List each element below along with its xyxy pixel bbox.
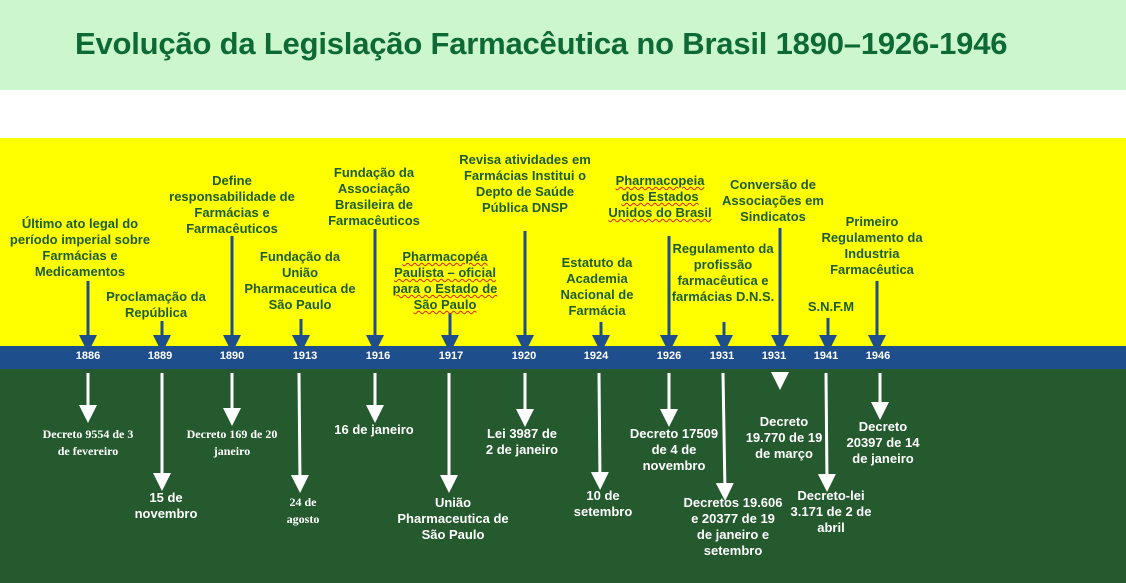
year-1941: 1941 — [813, 350, 839, 362]
year-1920: 1920 — [511, 350, 537, 362]
event-1931a: Regulamento da profissão farmacêutica e … — [671, 241, 775, 304]
event-1924: Estatuto da Academia Nacional de Farmáci… — [560, 255, 634, 318]
event-1889: Proclamação da República — [106, 289, 206, 320]
date-1941: Decreto-lei 3.171 de 2 de abril — [790, 488, 872, 535]
event-1941: S.N.F.M — [807, 299, 855, 314]
event-1890: Define responsabilidade de Farmácias e F… — [169, 173, 295, 236]
year-1889: 1889 — [147, 350, 173, 362]
up-arrows — [79, 228, 886, 353]
date-1916: 16 de janeiro — [334, 422, 414, 437]
title-banner: Evolução da Legislação Farmacêutica no B… — [0, 0, 1126, 90]
year-1924: 1924 — [583, 350, 609, 362]
event-1931b: Conversão de Associações em Sindicatos — [722, 177, 824, 224]
page-title: Evolução da Legislação Farmacêutica no B… — [75, 26, 1008, 61]
year-1913: 1913 — [292, 350, 318, 362]
year-1886: 1886 — [75, 350, 101, 362]
year-1917: 1917 — [438, 350, 464, 362]
arrow-down-1924 — [590, 372, 609, 490]
year-1946: 1946 — [865, 350, 891, 362]
date-1886: Decreto 9554 de 3 de fevereiro — [42, 427, 134, 458]
event-1886: Último ato legal do período imperial sob… — [9, 216, 151, 279]
year-1926: 1926 — [656, 350, 682, 362]
events-band — [0, 138, 1126, 346]
event-1913: Fundação da União Pharmaceutica de São P… — [244, 249, 356, 312]
year-1890: 1890 — [219, 350, 245, 362]
arrow-down-1931a — [715, 372, 734, 501]
date-1920: Lei 3987 de 2 de janeiro — [485, 426, 559, 457]
arrow-down-1941 — [817, 372, 836, 492]
event-1917: Pharmacopéa Paulista – oficial para o Es… — [392, 249, 498, 312]
date-1931b: Decreto 19.770 de 19 de março — [745, 414, 823, 461]
date-1926: Decreto 17509 de 4 de novembro — [629, 426, 719, 473]
year-1916: 1916 — [365, 350, 391, 362]
year-1931a: 1931 — [709, 350, 735, 362]
date-1931a: Decretos 19.606 e 20377 de 19 de janeiro… — [683, 495, 783, 558]
timeline-axis — [0, 346, 1126, 369]
event-1926: Pharmacopeia dos Estados Unidos do Brasi… — [608, 173, 712, 220]
date-1924: 10 de setembro — [573, 488, 633, 519]
event-1920: Revisa atividades em Farmácias Institui … — [459, 152, 591, 215]
year-1931b: 1931 — [761, 350, 787, 362]
date-1917: União Pharmaceutica de São Paulo — [397, 495, 509, 542]
event-1946: Primeiro Regulamento da Industria Farmac… — [821, 214, 923, 277]
date-1946: Decreto 20397 de 14 de janeiro — [846, 419, 920, 466]
dates-band — [0, 369, 1126, 583]
event-1916: Fundação da Associação Brasileira de Far… — [328, 165, 420, 228]
date-1890: Decreto 169 de 20 janeiro — [186, 427, 278, 458]
date-1913: 24 de agosto — [286, 495, 320, 526]
date-1889: 15 de novembro — [134, 490, 198, 521]
down-arrows — [79, 372, 889, 501]
arrow-down-1913 — [290, 372, 309, 493]
